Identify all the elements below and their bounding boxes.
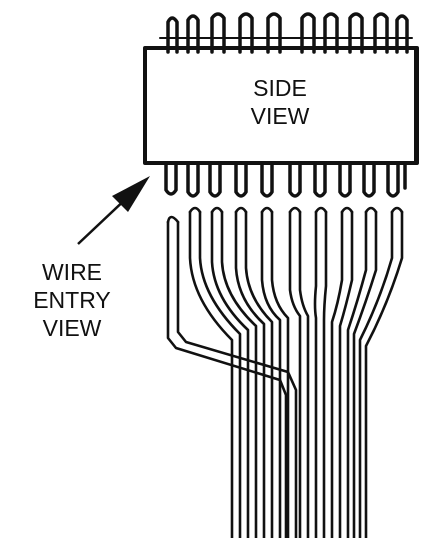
connector-label-line2: VIEW (251, 103, 310, 129)
arrowhead-icon (112, 176, 150, 212)
wire-label-line1: WIRE (42, 259, 102, 285)
connector-body-shadow (146, 49, 416, 164)
wire-harness (166, 206, 404, 538)
bottom-pins (164, 163, 407, 198)
wire-label-line3: VIEW (43, 315, 102, 341)
wire-label-line2: ENTRY (33, 287, 111, 313)
top-pins (159, 12, 413, 54)
wire-entry-arrow (77, 176, 150, 245)
connector-label-line1: SIDE (253, 75, 307, 101)
